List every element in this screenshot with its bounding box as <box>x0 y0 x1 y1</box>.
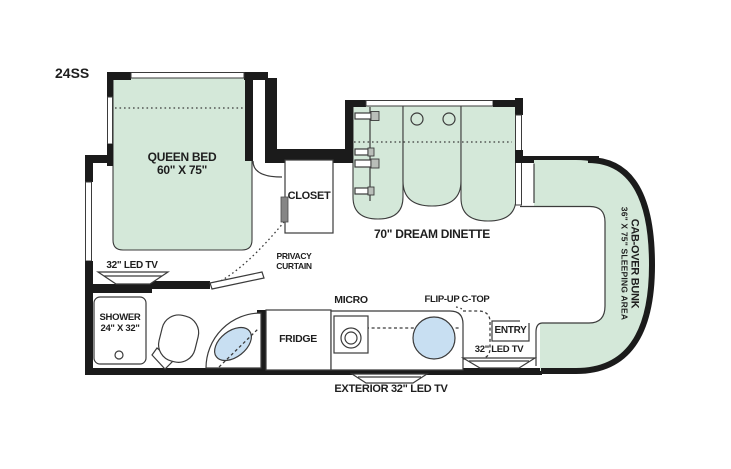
closet-door-strip <box>280 196 289 223</box>
cup-holder <box>410 112 424 126</box>
cab-cutout-outline <box>520 205 606 366</box>
toilet <box>157 314 200 363</box>
bathroom-sink <box>214 326 252 362</box>
left-wall-window <box>85 181 92 262</box>
micro-box <box>333 315 369 354</box>
exterior-walls <box>85 149 599 375</box>
closet-label: CLOSET <box>287 190 331 202</box>
front-cap-wall <box>541 157 656 374</box>
entry-tv-shape <box>460 357 538 369</box>
closet-box <box>284 159 334 234</box>
shower-pan <box>93 296 147 365</box>
exterior-tv-shape <box>349 373 430 384</box>
wardrobe-corner <box>252 160 283 178</box>
bed-window-left <box>107 96 113 145</box>
micro-label: MICRO <box>334 294 368 306</box>
cab-over-bunk <box>520 157 656 374</box>
kitchen <box>265 306 530 371</box>
privacy-curtain-label: PRIVACY CURTAIN <box>276 251 312 271</box>
entry-label: ENTRY <box>494 325 527 336</box>
dinette-bench-right <box>460 105 517 222</box>
tv-shapes <box>96 271 538 384</box>
privacy-curtain <box>209 221 285 290</box>
dinette-window-top <box>365 100 494 107</box>
bedroom-slideout <box>107 72 283 251</box>
flip-up-leader <box>455 306 465 312</box>
burner-ring-inner <box>344 331 358 345</box>
dinette-label: 70" DREAM DINETTE <box>374 227 490 241</box>
burner-ring <box>340 327 362 349</box>
dinette-slideout <box>345 98 523 222</box>
flip-up-ctop-label: FLIP-UP C-TOP <box>424 294 490 305</box>
cab-over-bunk-label: CAB-OVER BUNK 36" X 75" SLEEPING AREA <box>619 206 641 321</box>
bathroom-door-swing <box>218 328 259 368</box>
bed-window-top <box>130 72 245 79</box>
entry-step <box>491 320 530 342</box>
closet-group <box>280 159 334 234</box>
exterior-tv-label: EXTERIOR 32" LED TV <box>334 383 448 395</box>
shower-drain <box>114 350 124 360</box>
cab-cutout <box>520 206 605 323</box>
queen-bed-label: QUEEN BED 60" X 75" <box>147 150 217 178</box>
kitchen-sink <box>412 316 456 360</box>
model-label: 24SS <box>55 65 90 81</box>
queen-bed-mattress <box>112 73 253 251</box>
entry-tv-label: 32" LED TV <box>474 344 524 355</box>
cup-holder <box>442 112 456 126</box>
fridge-label: FRIDGE <box>279 333 317 345</box>
bathroom <box>93 296 262 370</box>
bedroom-tv-label: 32" LED TV <box>106 260 158 271</box>
shower-label: SHOWER 24" X 32" <box>99 312 141 334</box>
bedroom-tv-shape <box>96 271 170 285</box>
fridge-box <box>265 309 332 371</box>
curtain-panel <box>209 271 265 290</box>
